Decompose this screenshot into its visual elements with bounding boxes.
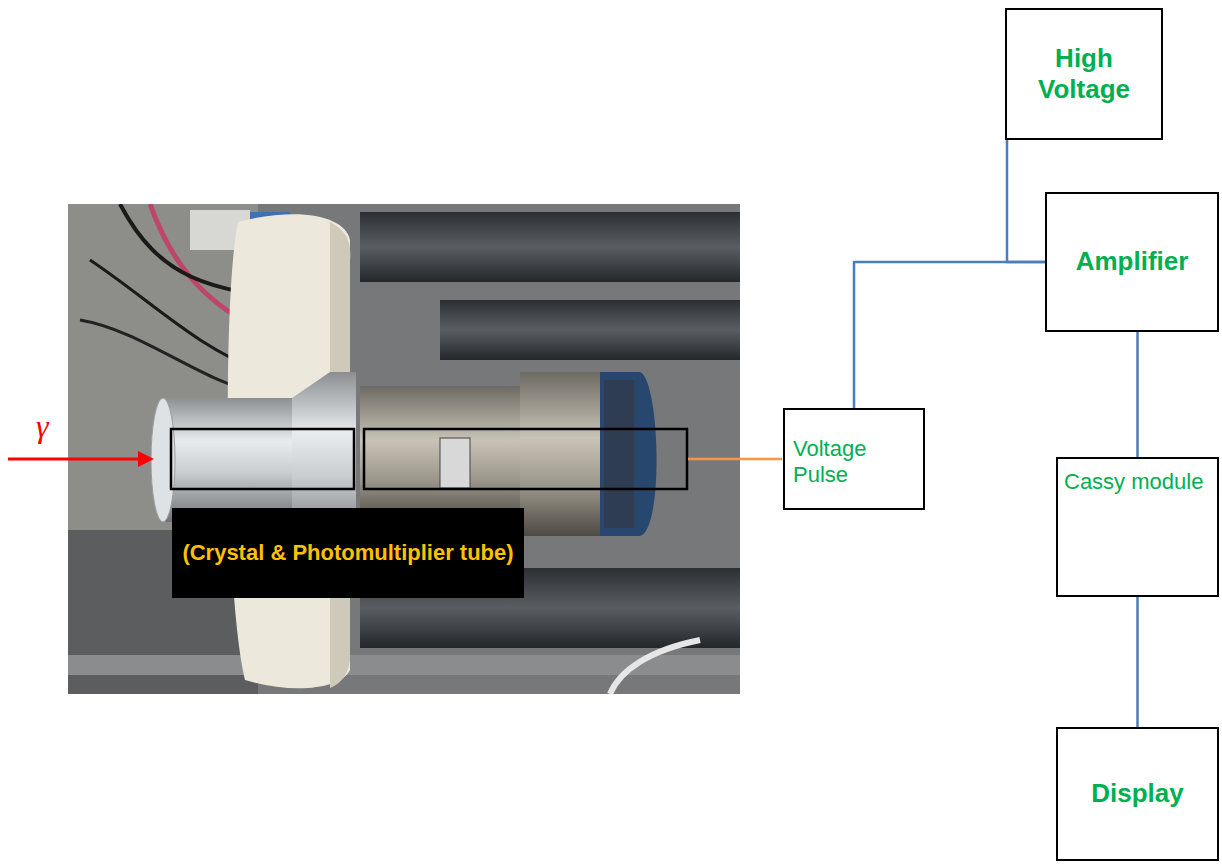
pmt-outline [364,429,687,489]
connector-line [1007,140,1045,262]
node-label: Amplifier [1076,246,1189,277]
interface-box: Cassy module [1056,457,1219,597]
gamma-arrow [8,458,140,461]
connector-line [1136,597,1139,727]
display-box: Display [1056,727,1219,861]
node-label: Cassy module [1064,469,1203,495]
node-label: (Crystal & Photomultiplier tube) [182,540,513,566]
node-label: Voltage Pulse [793,436,915,489]
signal-wire [688,458,782,461]
gamma-arrowhead [138,451,154,467]
signal-box: Voltage Pulse [783,408,925,510]
caption-box: (Crystal & Photomultiplier tube) [172,508,524,598]
gamma-symbol: γ [36,410,49,442]
crystal-outline [171,429,354,489]
connector-line [1136,332,1139,457]
photo-content [68,204,740,694]
connector-line [854,262,1045,408]
amplifier-box: Amplifier [1045,192,1219,332]
node-label: Display [1091,778,1184,809]
node-label: High Voltage [1015,43,1153,105]
supply-box: High Voltage [1005,8,1163,140]
